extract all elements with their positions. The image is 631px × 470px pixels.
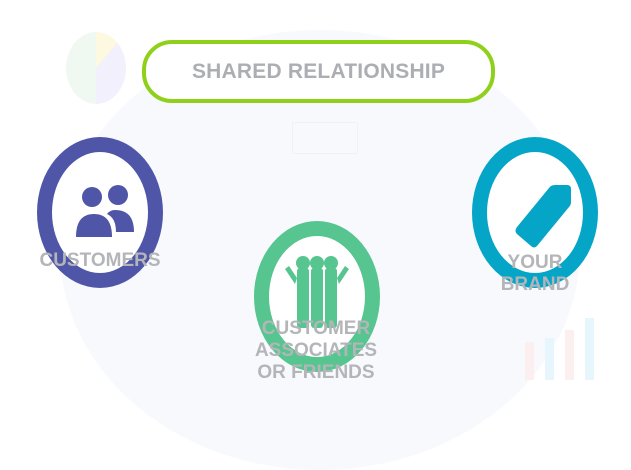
shared-relationship-pill: SHARED RELATIONSHIP [142,40,495,103]
label-line: ASSOCIATES [254,340,378,361]
label-line: CUSTOMER [261,318,371,339]
associates-label: CUSTOMER ASSOCIATES OR FRIENDS [226,318,406,384]
label-line: OR FRIENDS [257,362,375,383]
faded-box-decoration [292,122,358,154]
faded-bar [585,318,594,380]
faded-bar [525,342,534,380]
label-line: BRAND [500,274,570,295]
label-line: YOUR [507,252,563,273]
customers-label: CUSTOMERS [20,250,180,272]
diagram-title: SHARED RELATIONSHIP [191,59,446,83]
label-line: CUSTOMERS [39,250,161,271]
friends-group-icon [285,256,349,328]
faded-bar [545,338,554,380]
faded-bar [565,330,574,380]
faded-pie-chart-decoration [66,32,126,104]
users-icon [76,185,134,237]
tag-icon [515,185,571,248]
brand-label: YOUR BRAND [455,252,615,296]
